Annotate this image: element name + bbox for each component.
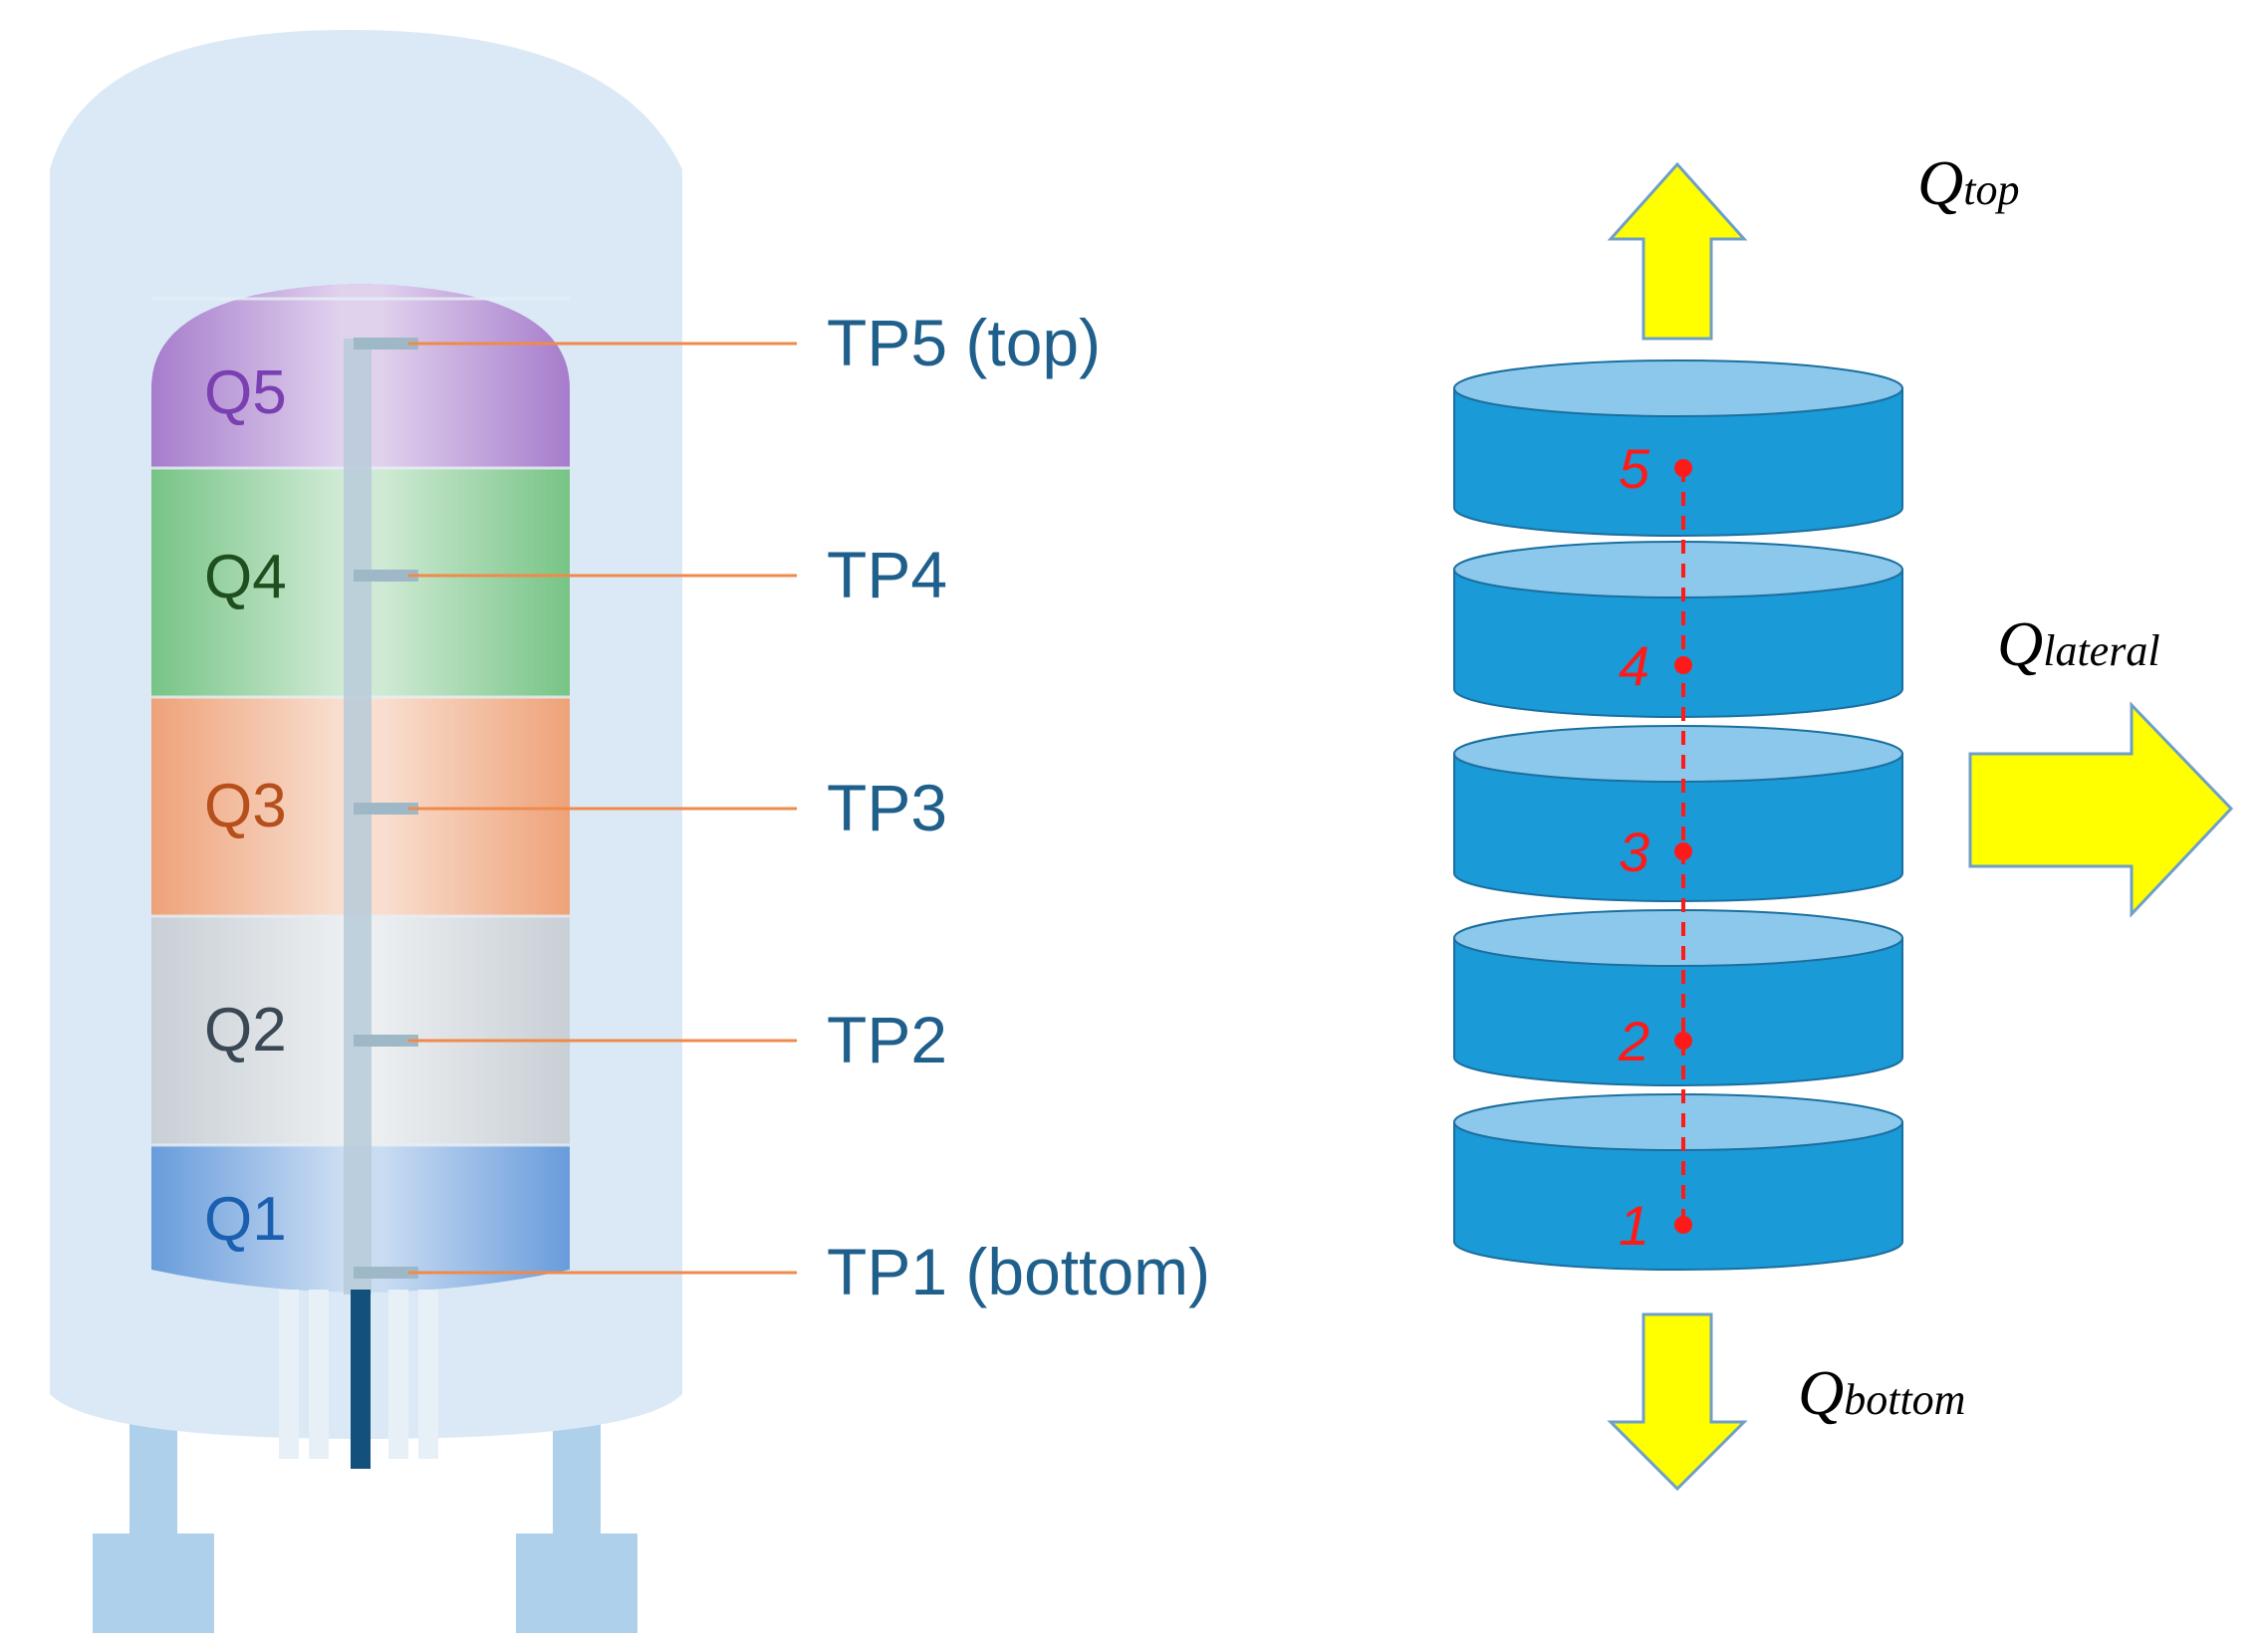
disc-number: 3: [1619, 821, 1649, 883]
probe-label: TP5 (top): [827, 306, 1101, 379]
sensor-point: [1674, 459, 1692, 477]
tank-layer-label: Q4: [204, 543, 287, 611]
leg-left-foot: [93, 1534, 214, 1633]
tank-layer-label: Q5: [204, 358, 287, 427]
arrow-top: [1607, 161, 1748, 341]
disc-3: [1453, 725, 1903, 902]
flow-label-bottom: Qbottom: [1798, 1357, 1965, 1428]
leg-right-foot: [516, 1534, 637, 1633]
sensor-point: [1674, 656, 1692, 674]
disc-stack: [1453, 359, 1903, 1271]
sensor-point: [1674, 842, 1692, 860]
sensor-dash-line: 5 4 3 2 1: [1618, 437, 1692, 1257]
probe-label: TP4: [827, 538, 947, 611]
arrow-lateral: [1968, 701, 2234, 918]
probe-label: TP3: [827, 771, 947, 844]
probe-tp4: TP4: [354, 538, 947, 611]
disc-number: 1: [1619, 1194, 1649, 1257]
disc-number: 4: [1619, 634, 1649, 697]
probe-label: TP1 (bottom): [827, 1235, 1210, 1308]
probe-tp5: TP5 (top): [354, 306, 1101, 379]
probe-label: TP2: [827, 1003, 947, 1076]
disc-4: [1453, 541, 1903, 718]
tank-layer-label: Q1: [204, 1185, 287, 1254]
probe-tp1: TP1 (bottom): [354, 1235, 1210, 1308]
probe-tp3: TP3: [354, 771, 947, 844]
probe-rod: [279, 339, 438, 1469]
disc-1: [1453, 1093, 1903, 1271]
sensor-point: [1674, 1032, 1692, 1050]
tank-layer-label: Q3: [204, 772, 287, 840]
tank-layer-label: Q2: [204, 996, 287, 1064]
probe-tp2: TP2: [354, 1003, 947, 1076]
sensor-point: [1674, 1216, 1692, 1234]
disc-number: 5: [1619, 437, 1650, 500]
flow-label-top: Qtop: [1917, 147, 2019, 218]
layer-model-illustration: 5 4 3 2 1 Qtop Qlateral Qbottom: [1453, 147, 2234, 1492]
disc-2: [1453, 909, 1903, 1086]
disc-number: 2: [1618, 1010, 1649, 1072]
flow-label-lateral: Qlateral: [1997, 608, 2160, 679]
arrow-bottom: [1607, 1312, 1748, 1492]
disc-5: [1453, 359, 1903, 537]
